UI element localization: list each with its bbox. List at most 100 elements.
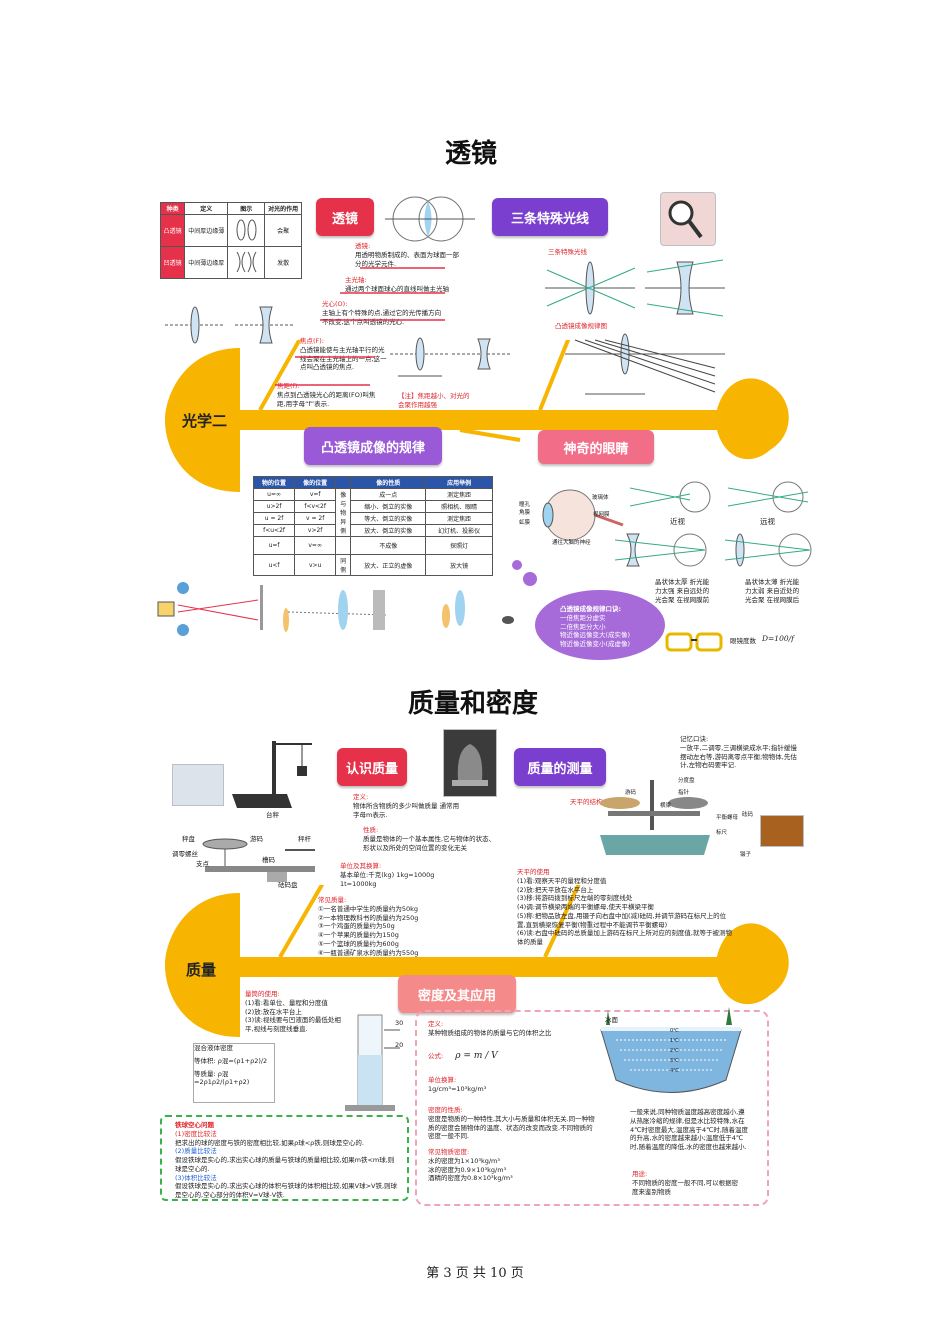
formula: ρ = m / V	[455, 1051, 498, 1061]
table-cell: f<u<2f	[252, 524, 296, 537]
density-section-box	[415, 1010, 769, 1206]
table-header: 像的位置	[294, 476, 337, 489]
table-cell: 幻灯机、投影仪	[425, 524, 493, 537]
frozen-lake-diagram	[600, 1007, 742, 1093]
three-rays-label: 三条特殊光线	[548, 248, 587, 256]
balance-part-fulcrum: 支点	[196, 860, 209, 868]
lens-head-label: 光学二	[182, 412, 228, 430]
lens-pointer-lines	[275, 267, 445, 386]
lens-experiment-diagram	[157, 582, 514, 636]
list-item: (2)放:把天平放在水平台上	[517, 885, 594, 894]
eye-iris-label: 虹膜	[519, 520, 531, 526]
focus-diagram	[390, 337, 510, 377]
mixed-density-box: 混合液体密度 等体积: ρ混=(ρ1+ρ2)/2 等质量: ρ混=2ρ1ρ2/(…	[193, 1043, 275, 1103]
three-rays-diagram	[545, 259, 725, 317]
lens-fishbone-spine	[165, 340, 789, 492]
imaging-diagram-label: 凸透镜成像规律图	[555, 322, 607, 330]
list-item: 假设铁球是实心的,求出实心球的质量与铁球的质量相比较,如果m铁<m球,则球是空心…	[175, 1156, 395, 1173]
bal-part-nut: 平衡螺母	[716, 815, 739, 821]
list-item: 酒精的密度为0.8×10³kg/m³	[428, 1174, 513, 1183]
mnemonic-line: 二倍焦距分大小	[560, 622, 606, 631]
table-cell: v>2f	[294, 524, 337, 537]
convex-lens-icon	[227, 214, 266, 247]
list-item: (6)读:右盘中砝码的总质量加上游码在标尺上所对应的刻度值,就等于被测物体的质量	[517, 929, 732, 947]
magnifier-photo	[660, 192, 716, 246]
list-item: 水的密度为1×10³kg/m³	[428, 1156, 500, 1165]
table-cell: v=∞	[294, 536, 337, 555]
diopter-formula: D=100/f	[762, 634, 794, 643]
bal-part-rider: 游码	[625, 790, 637, 796]
weight-box-photo	[760, 815, 804, 847]
glasses-label: 眼镜度数	[730, 637, 756, 645]
text: 物体所含物质的多少叫做质量 通常用字母m表示.	[353, 801, 460, 819]
table-cell: 凹透镜	[159, 246, 186, 279]
table-cell: 会聚	[264, 214, 302, 247]
list-item: (1)看:看单位、量程和分度值	[245, 998, 328, 1007]
table-cell: 像与物异侧	[335, 488, 352, 537]
temp-0: 0℃	[670, 1028, 679, 1034]
list-item: ⑤一个篮球的质量约为600g	[318, 939, 399, 948]
temp-2: 2℃	[670, 1048, 679, 1054]
list-item: (3)移:将游码拨到标尺左端的零刻度线处	[517, 894, 633, 903]
label: 密度的性质:	[428, 1106, 463, 1114]
table-cell: f<v<2f	[294, 500, 337, 513]
text: 凸透镜能使与主光轴平行的光线会聚在主光轴上的一点,这一点叫凸透镜的焦点.	[300, 345, 387, 372]
list-item: (1)看:观察天平的量程和分度值	[517, 876, 607, 885]
bal-part-pointer: 指针	[678, 790, 690, 796]
table-header: 应用举例	[425, 476, 493, 489]
table-cell: 照相机、眼睛	[425, 500, 493, 513]
text: 某种物质组成的物体的质量与它的体积之比	[428, 1028, 552, 1037]
balance-structure-diagram	[600, 780, 710, 855]
far-correction-diagram	[725, 533, 812, 567]
table-cell: 不成像	[350, 536, 427, 555]
page-footer: 第 3 页 共 10 页	[426, 1266, 524, 1281]
platform-scale-icon	[232, 741, 312, 808]
label: 记忆口诀:	[680, 735, 709, 743]
table-cell: v=f	[294, 488, 337, 501]
balance-part-pan: 秤盘	[182, 835, 195, 843]
mix-volume: 等体积: ρ混=(ρ1+ρ2)/2	[194, 1056, 268, 1065]
mass-units: 单位及其换算: 基本单位:千克(kg) 1kg=1000g 1t=1000kg	[340, 862, 450, 888]
temp-4: 4℃	[670, 1068, 679, 1074]
list-item: ⑥一瓶普通矿泉水的质量约为550g	[318, 948, 419, 957]
hollow-ball-box	[160, 1115, 409, 1201]
temp-3: 3℃	[670, 1058, 679, 1064]
mnemonic-title: 凸透镜成像规律口诀:	[560, 605, 622, 613]
mass-title: 质量和密度	[408, 689, 539, 719]
label: 用途:	[632, 1170, 648, 1178]
text: 1g/cm³=10³kg/m³	[428, 1084, 487, 1093]
balance-part-weight-pan: 砝码盘	[278, 881, 298, 889]
table-cell: 同侧	[335, 554, 352, 576]
bal-part-tweezers: 镊子	[740, 852, 752, 858]
common-densities: 常见物质密度: 水的密度为1×10³kg/m³ 冰的密度为0.9×10³kg/m…	[428, 1148, 558, 1183]
kilogram-prototype-photo	[443, 729, 497, 797]
balance-part-rider: 游码	[250, 835, 263, 843]
label: 单位换算:	[428, 1076, 457, 1084]
balance-structure-label: 天平的结构	[570, 798, 603, 806]
label: 天平的使用	[517, 868, 550, 876]
table-cell: 成一点	[350, 488, 427, 501]
scale-label: 台秤	[266, 811, 279, 819]
lens-title: 透镜	[445, 139, 498, 169]
optical-center-definition: 光心(O): 主轴上有个特殊的点,通过它的光传播方向不改变,这个点叫透镜的光心.	[322, 300, 442, 326]
pill-density: 密度及其应用	[398, 975, 516, 1013]
pill-magic-eye: 神奇的眼睛	[538, 430, 654, 464]
table-cell: 放大镜	[425, 554, 493, 576]
focus-definition: 焦点(F): 凸透镜能使与主光轴平行的光线会聚在主光轴上的一点,这一点叫凸透镜的…	[300, 337, 390, 372]
label: 焦点(F):	[300, 337, 325, 345]
mix-mass: 等质量: ρ混=2ρ1ρ2/(ρ1+ρ2)	[194, 1069, 250, 1087]
label: 光心(O):	[322, 300, 348, 308]
list-item: 冰的密度为0.9×10³kg/m³	[428, 1165, 507, 1174]
list-item: (1)密度比较法	[175, 1129, 217, 1138]
table-cell: 等大、倒立的实像	[350, 512, 427, 525]
cylinder-usage: 量筒的使用: (1)看:看单位、量程和分度值 (2)放:放在水平台上 (3)读:…	[245, 990, 345, 1034]
table-cell: u>2f	[252, 500, 296, 513]
text: 质量是物体的一个基本属性,它与物体的状态、形状以及所处的空间位置的变化无关	[363, 834, 496, 852]
density-unit: 单位换算: 1g/cm³=10³kg/m³	[428, 1076, 528, 1094]
table-cell: 探照灯	[425, 536, 493, 555]
imaging-diagram	[565, 333, 725, 395]
table-header: 种类	[159, 202, 186, 215]
far-sight-diagram	[728, 481, 809, 513]
glasses-icon	[665, 632, 723, 652]
label: 主光轴:	[345, 276, 367, 284]
